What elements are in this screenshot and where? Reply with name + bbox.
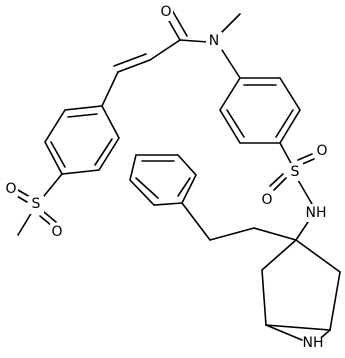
bond-nh-quat <box>295 221 309 241</box>
bond-ene-1 <box>117 59 151 73</box>
bond-quat-phenethyl <box>253 227 297 241</box>
bond-aryl-s2 <box>279 142 293 166</box>
bond-s-o1a <box>17 189 31 198</box>
bond-s-methyl <box>17 211 33 236</box>
ring-left-db-1 <box>67 113 98 118</box>
ring-left-db-3 <box>50 141 66 168</box>
ring-piperidine <box>261 238 341 331</box>
bond-s2-o-left-a <box>273 177 287 191</box>
atom-sulfonyl-oxygen-left: O <box>261 192 272 208</box>
bond-co-2 <box>171 9 188 37</box>
ring-right-db-2 <box>275 109 294 138</box>
bond-s-o2a <box>43 211 57 223</box>
ring-phenyl-db-1 <box>135 177 159 199</box>
bond-n-methyl <box>219 13 241 35</box>
bond-c-n <box>179 39 209 43</box>
bond-ch2-2 <box>181 202 211 241</box>
bond-s2-o-left-b <box>269 173 284 187</box>
atom-sulfonamide-sulfur: S <box>291 164 300 180</box>
atom-piperidine-nh: NH <box>303 335 324 351</box>
bond-pip-n-2 <box>265 324 303 341</box>
atom-amide-nitrogen: N <box>209 33 219 49</box>
bond-s2-nh <box>297 179 313 205</box>
bond-pip-n-1 <box>321 329 331 338</box>
atom-sulfonyl-oxygen-right: O <box>316 143 327 159</box>
atom-carbonyl-oxygen: O <box>160 4 171 20</box>
bond-alpha <box>149 39 181 61</box>
bond-ene-2 <box>113 53 147 67</box>
bond-n-aryl <box>221 49 241 79</box>
atom-labels: O N S O O S O O NH NH <box>4 3 330 353</box>
atom-methylsulfonyl-oxygen-bottom: O <box>51 224 62 240</box>
bond-vinyl-aryl <box>101 71 119 107</box>
bonds <box>14 9 341 331</box>
ring-left-db-2 <box>94 138 113 166</box>
bond-ch2-1 <box>209 227 255 241</box>
atom-sulfonamide-nh: NH <box>306 205 327 221</box>
ring-right-db-3 <box>226 109 245 138</box>
bond-aryl-s <box>43 173 63 197</box>
ring-phenyl <box>129 154 197 206</box>
ring-right <box>219 77 301 144</box>
bond-s2-o-right-a <box>297 153 313 161</box>
ring-phenyl-db-3 <box>177 177 191 197</box>
atom-methylsulfonyl-sulfur: S <box>32 196 41 212</box>
atom-methylsulfonyl-oxygen-top: O <box>5 181 16 197</box>
